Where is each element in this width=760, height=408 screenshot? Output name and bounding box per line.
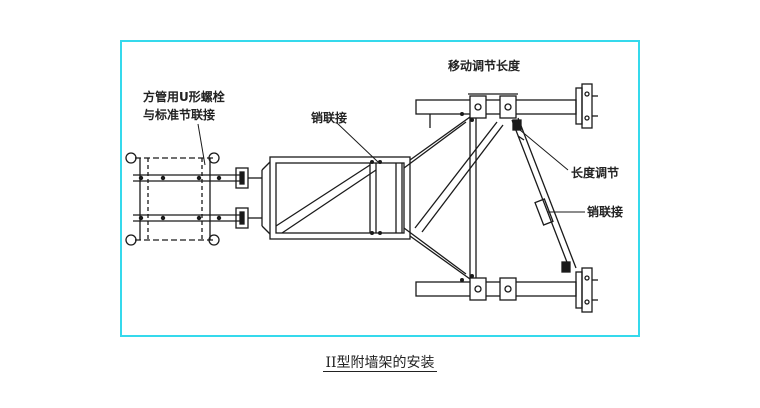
- label-move-adjust-length: 移动调节长度: [448, 59, 521, 73]
- label-length-adjust: 长度调节: [571, 166, 620, 180]
- caption-text: II型附墙架的安装: [323, 355, 437, 372]
- standard-section: [125, 152, 240, 246]
- label-u-bolt-line2: 与标准节联接: [143, 108, 216, 122]
- top-wall-rail: [415, 83, 598, 129]
- figure-caption: II型附墙架的安装: [0, 352, 760, 372]
- leader-lines: [197, 122, 585, 213]
- bottom-wall-rail: [415, 267, 598, 313]
- triangular-truss: [403, 114, 504, 280]
- label-u-bolt-line1: 方管用U形螺栓: [143, 90, 225, 104]
- u-bolt-clamps: [235, 167, 262, 229]
- label-pin-connection-top: 销联接: [311, 111, 348, 125]
- label-pin-connection-right: 销联接: [587, 205, 624, 219]
- figure-frame: [120, 40, 640, 337]
- adjustable-rod: [511, 117, 577, 273]
- square-tube-frame: [261, 156, 411, 240]
- bolt-dots: [138, 112, 569, 282]
